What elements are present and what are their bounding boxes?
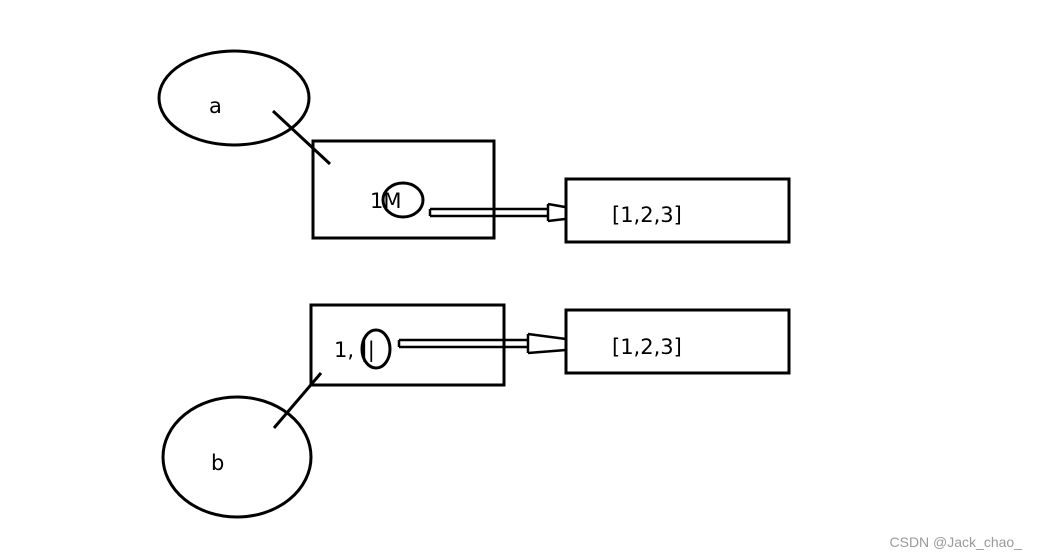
list-box-b: [1,2,3] bbox=[564, 308, 791, 375]
object-box-b-label: 1, || bbox=[334, 338, 375, 363]
reference-circle-a bbox=[381, 181, 425, 219]
list-box-b-rect bbox=[564, 308, 791, 375]
object-box-a-rect bbox=[311, 139, 496, 240]
list-box-a: [1,2,3] bbox=[564, 177, 791, 244]
watermark: CSDN @Jack_chao_ bbox=[889, 534, 1023, 550]
variable-a: a bbox=[157, 49, 311, 147]
reference-circle-b bbox=[360, 328, 392, 370]
variable-a-label: a bbox=[209, 94, 222, 118]
list-box-a-rect bbox=[564, 177, 791, 244]
pointer-arrow-b bbox=[397, 332, 567, 355]
list-box-a-label: [1,2,3] bbox=[612, 203, 682, 227]
object-box-a: 1M bbox=[311, 139, 496, 240]
variable-a-ellipse bbox=[157, 49, 311, 147]
object-box-b: 1, || bbox=[309, 303, 506, 387]
variable-b-label: b bbox=[211, 451, 224, 475]
variable-b: b bbox=[161, 395, 313, 519]
link-a-to-box bbox=[271, 109, 332, 166]
pointer-arrow-a bbox=[428, 202, 566, 223]
object-box-b-rect bbox=[309, 303, 506, 387]
variable-b-ellipse bbox=[161, 395, 313, 519]
link-b-to-box bbox=[272, 372, 323, 429]
list-box-b-label: [1,2,3] bbox=[612, 335, 682, 359]
